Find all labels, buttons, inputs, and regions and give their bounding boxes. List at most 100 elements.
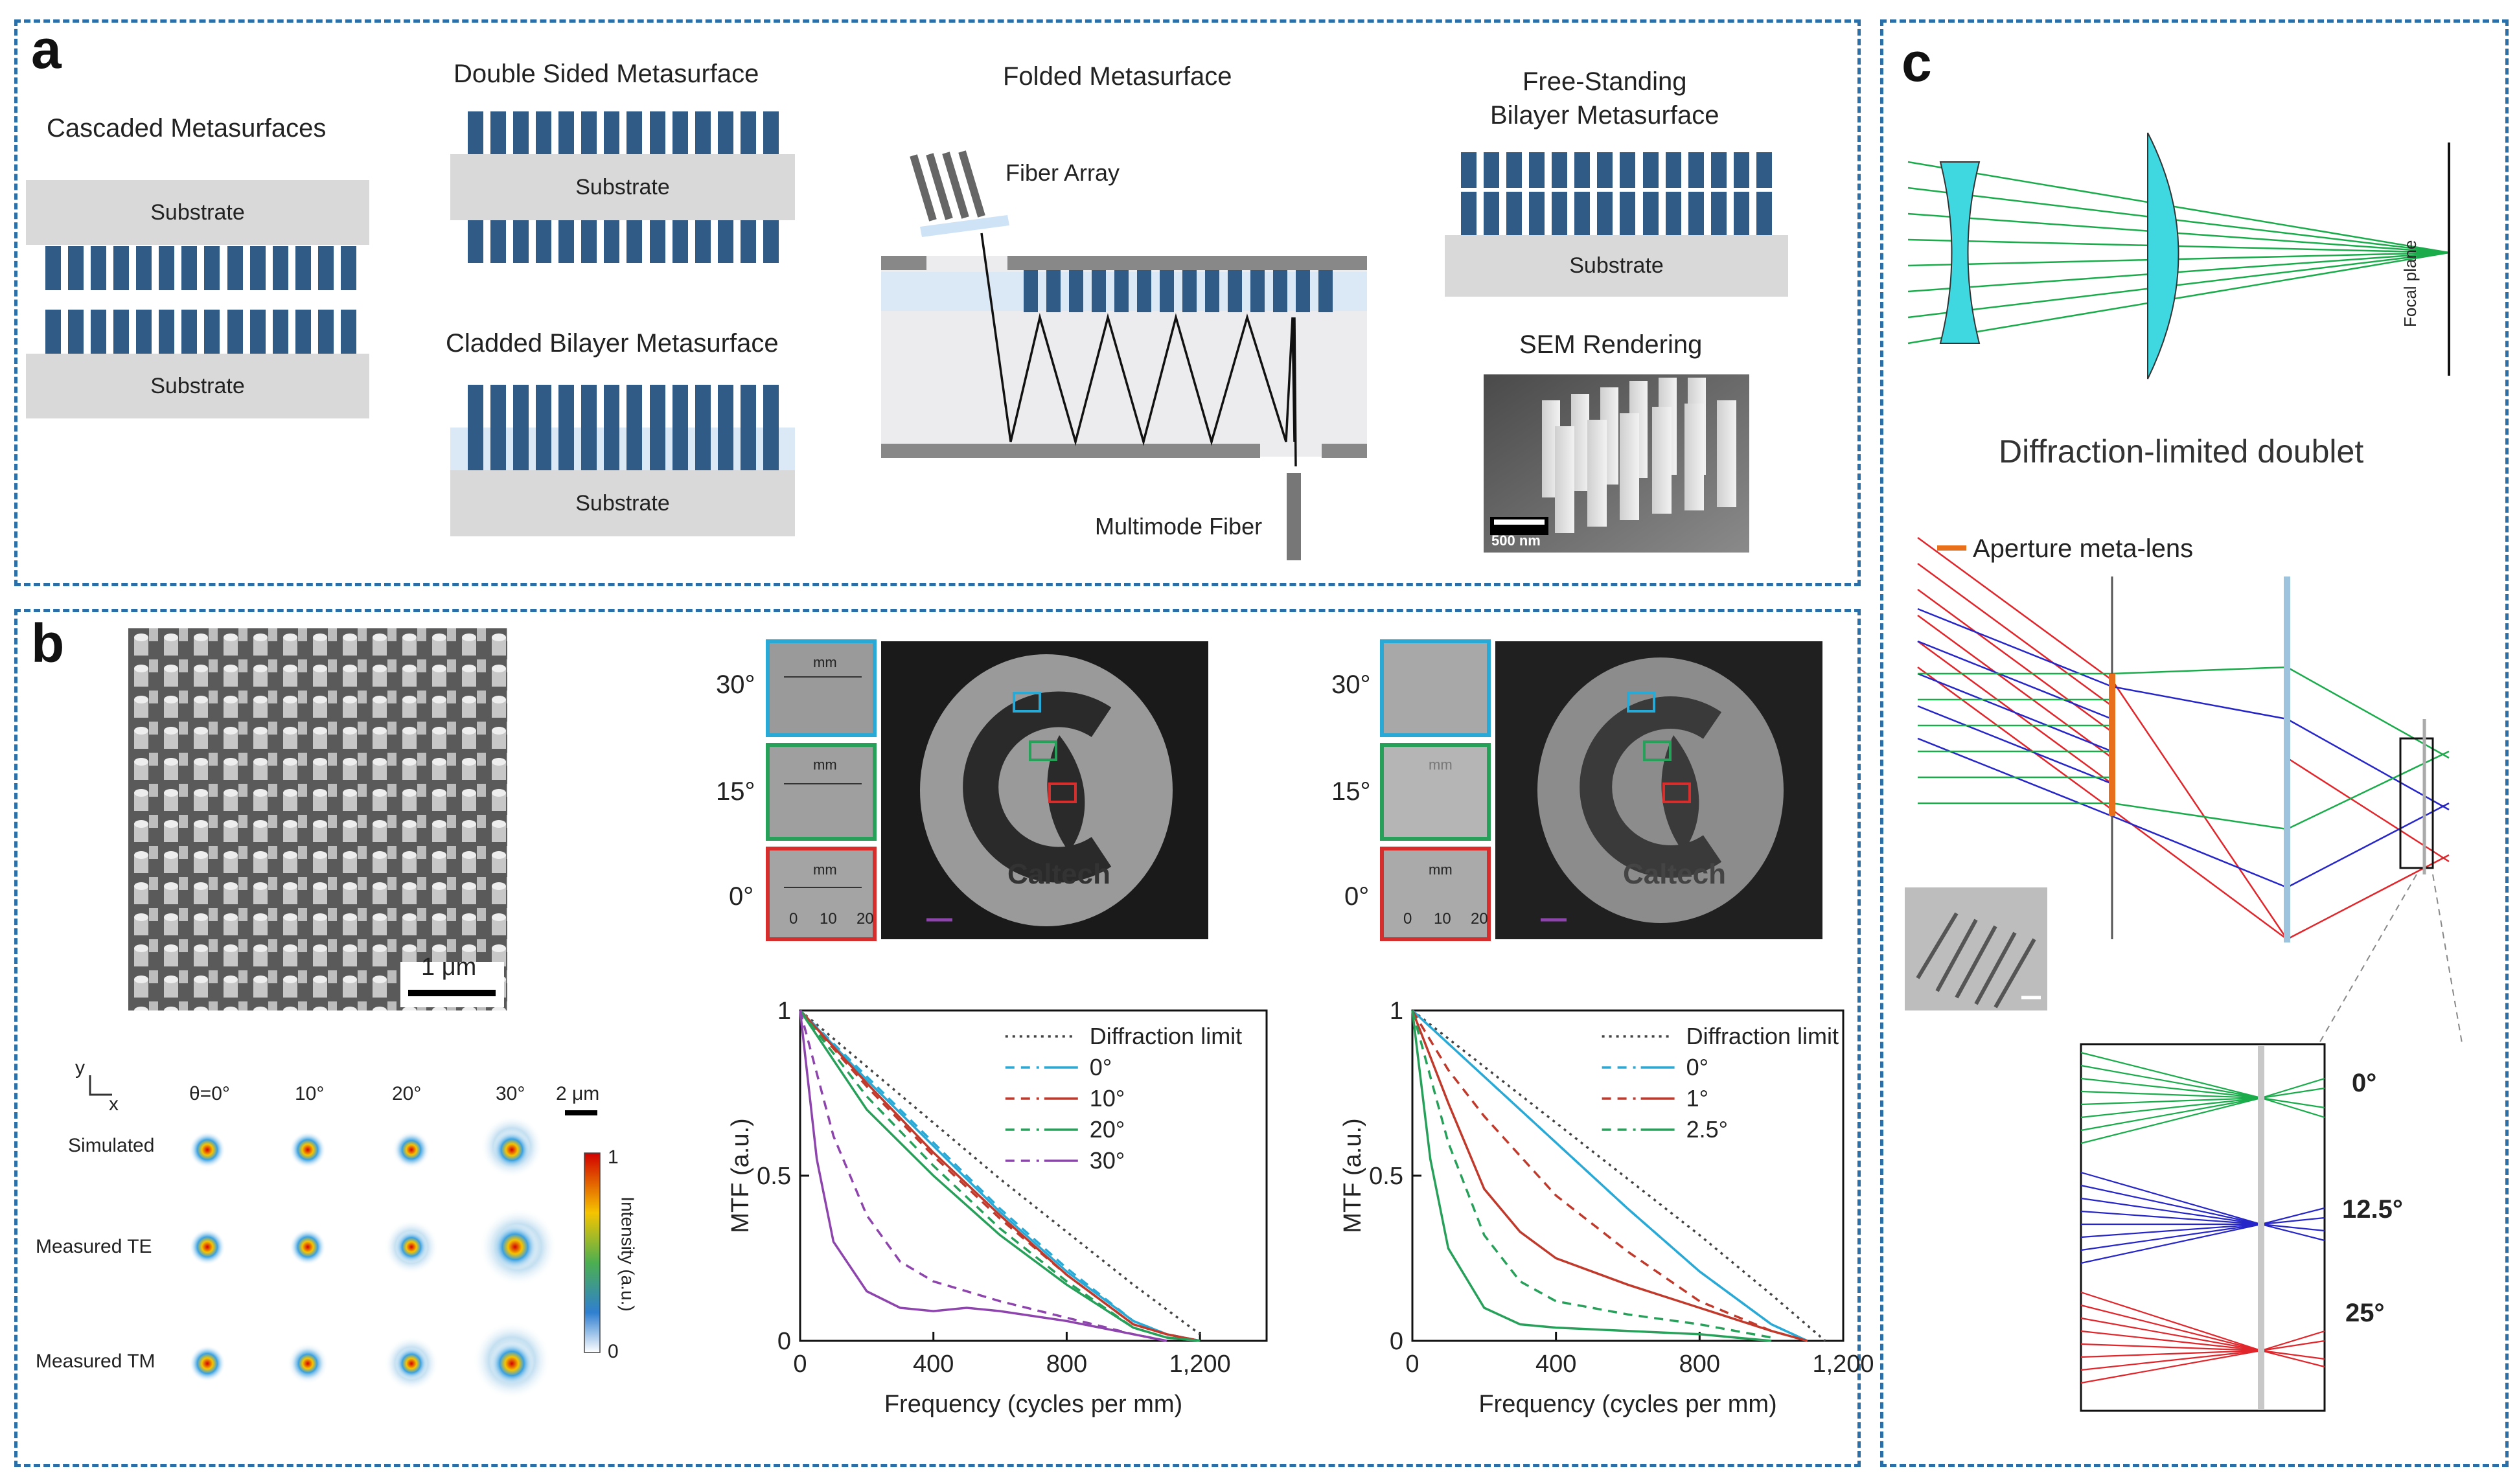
colorbar-label: Intensity (a.u.) <box>617 1196 638 1312</box>
x-tick-label: 0 <box>1405 1351 1419 1378</box>
series-line-7 <box>799 1010 1167 1342</box>
imaging1-angle-15: 15° <box>716 777 755 806</box>
cladded-pillars <box>468 385 779 470</box>
series-line-2 <box>1411 1009 1808 1342</box>
double-sided-pillars-top <box>468 111 779 154</box>
double-sided-substrate: Substrate <box>450 154 795 220</box>
imaging2-ruler-unit-15: mm <box>1429 757 1453 773</box>
free-standing-gap <box>1461 188 1772 192</box>
zoom-angle-25: 25° <box>2345 1299 2385 1327</box>
psf-axis-y: y <box>75 1057 85 1079</box>
imaging2-tick-0: 0 <box>1403 910 1412 928</box>
sem-rendering-title: SEM Rendering <box>1519 330 1703 359</box>
imaging1-ruler-unit-0: mm <box>813 862 837 878</box>
fiber-array-label: Fiber Array <box>1006 159 1120 186</box>
legend-label: 20° <box>1090 1116 1125 1143</box>
imaging1-ruler-unit-15: mm <box>813 757 837 773</box>
psf-angle-30: 30° <box>496 1083 525 1104</box>
series-line-5 <box>1411 1010 1772 1339</box>
psf-axes-icon <box>89 1075 112 1096</box>
series-line-0 <box>1411 1009 1826 1342</box>
x-tick-label: 800 <box>1679 1351 1720 1378</box>
x-tick-label: 800 <box>1046 1351 1087 1378</box>
double-sided-pillars-bottom <box>468 220 779 263</box>
y-tick-label: 0.5 <box>1369 1163 1403 1190</box>
y-tick-label: 1 <box>1390 998 1403 1025</box>
series-line-4 <box>1411 1010 1808 1342</box>
legend-label: 30° <box>1090 1147 1125 1174</box>
psf-axis-x: x <box>109 1093 119 1115</box>
series-line-1 <box>1411 1009 1808 1342</box>
free-standing-title-2: Bilayer Metasurface <box>1490 101 1719 130</box>
panel-c-label: c <box>1902 32 1932 93</box>
series-line-3 <box>799 1009 1201 1342</box>
cascaded-title: Cascaded Metasurfaces <box>47 114 327 143</box>
legend-label: 0° <box>1090 1054 1112 1080</box>
y-tick-label: 0.5 <box>757 1163 791 1190</box>
colorbar-min: 0 <box>608 1341 619 1362</box>
aperture-metalens-diagram <box>1905 536 2463 1044</box>
x-axis-label: Frequency (cycles per mm) <box>884 1391 1182 1418</box>
zoom-angle-0: 0° <box>2352 1069 2377 1097</box>
series-line-8 <box>799 1010 1167 1342</box>
concave-lens <box>1939 161 1981 344</box>
psf-angle-20: 20° <box>392 1083 422 1104</box>
series-line-6 <box>799 1010 1201 1342</box>
panel-a-label: a <box>31 19 62 80</box>
y-axis-label: MTF (a.u.) <box>1339 1118 1366 1233</box>
cascaded-pillars-top <box>45 246 356 290</box>
psf-angle-0: θ=0° <box>189 1083 230 1104</box>
psf-scale-label: 2 μm <box>556 1083 600 1104</box>
series-line-3 <box>1411 1010 1808 1342</box>
psf-row-measured-te: Measured TE <box>36 1236 152 1257</box>
imaging-set-1 <box>766 639 1208 941</box>
x-tick-label: 1,200 <box>1812 1351 1874 1378</box>
series-line-2 <box>799 1009 1201 1342</box>
series-line-6 <box>1411 1010 1772 1342</box>
multimode-fiber-label: Multimode Fiber <box>1095 513 1263 540</box>
series-line-0 <box>799 1009 1201 1336</box>
legend-label: 2.5° <box>1686 1116 1728 1143</box>
series-line-1 <box>799 1009 1201 1342</box>
panel-c-frame <box>1880 19 2509 1467</box>
free-standing-title-1: Free-Standing <box>1523 67 1687 96</box>
panel-b-label: b <box>31 613 65 674</box>
x-tick-label: 1,200 <box>1169 1351 1231 1378</box>
zoom-angle-12-5: 12.5° <box>2342 1195 2403 1224</box>
psf-angle-10: 10° <box>295 1083 325 1104</box>
doublet-caption: Diffraction-limited doublet <box>1999 433 2364 470</box>
x-tick-label: 400 <box>1535 1351 1576 1378</box>
y-tick-label: 1 <box>777 998 791 1025</box>
legend-label: 0° <box>1686 1054 1708 1080</box>
imaging-set-2 <box>1380 639 1822 941</box>
y-tick-label: 0 <box>777 1328 791 1355</box>
sem-rendering-scale: 500 nm <box>1491 532 1541 549</box>
cladded-substrate: Substrate <box>450 470 795 536</box>
imaging1-tick-20: 20 <box>856 910 874 928</box>
legend-label: Diffraction limit <box>1090 1023 1242 1049</box>
aperture-metalens-label: Aperture meta-lens <box>1973 534 2194 563</box>
folded-metasurface-pillars <box>1024 270 1333 312</box>
series-line-4 <box>799 1009 1201 1342</box>
x-tick-label: 400 <box>913 1351 954 1378</box>
nanopost-sem-image <box>128 628 507 1010</box>
imaging1-angle-0: 0° <box>729 882 754 911</box>
legend-label: Diffraction limit <box>1686 1023 1839 1049</box>
plot-frame <box>1411 1009 1845 1342</box>
legend-label: 10° <box>1090 1085 1125 1112</box>
x-axis-label: Frequency (cycles per mm) <box>1478 1391 1776 1418</box>
folded-title: Folded Metasurface <box>1003 62 1232 91</box>
imaging2-ruler-unit-0: mm <box>1429 862 1453 878</box>
imaging1-tick-0: 0 <box>789 910 798 928</box>
imaging1-ruler-unit-30: mm <box>813 654 837 670</box>
imaging2-angle-0: 0° <box>1344 882 1370 911</box>
imaging2-angle-15: 15° <box>1331 777 1371 806</box>
imaging2-tick-20: 20 <box>1471 910 1488 928</box>
folded-metasurface-diagram <box>881 150 1367 560</box>
panel-a-frame <box>14 19 1861 586</box>
imaging2-logo-text: Caltech <box>1623 858 1726 890</box>
panel-b-frame <box>14 609 1861 1467</box>
plot-frame <box>799 1009 1268 1342</box>
